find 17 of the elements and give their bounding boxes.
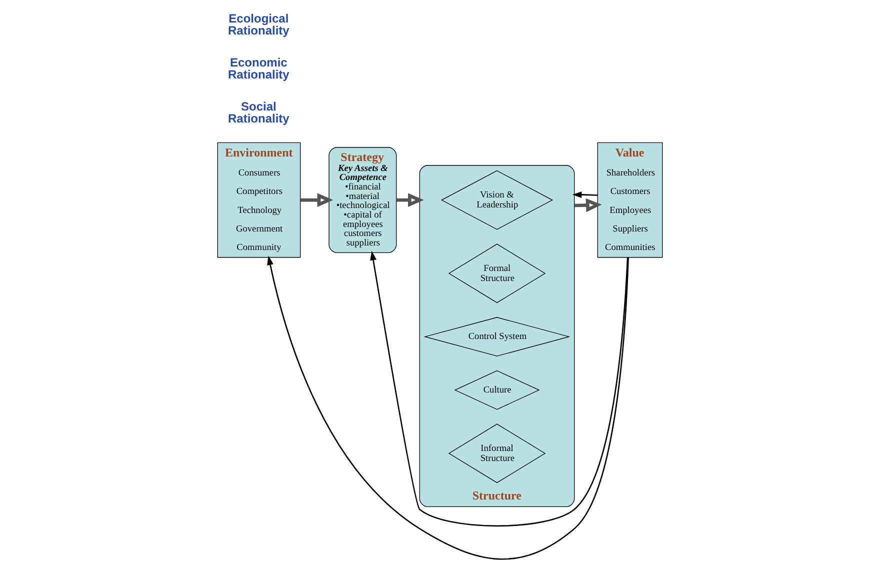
node-diamond: Formal Structure xyxy=(448,244,546,304)
node-diamond: Control System xyxy=(424,317,570,356)
node-diamond: Vision & Leadership xyxy=(440,170,554,230)
label: Social Rationality xyxy=(228,99,290,126)
arrow xyxy=(267,256,629,560)
arrow xyxy=(572,191,598,198)
node-diamond: Informal Structure xyxy=(448,424,546,484)
node-box: Value Shareholders Customers Employees Suppliers Communities xyxy=(597,142,663,258)
node-box: Environment Consumers Competitors Technology Government Community xyxy=(217,142,301,258)
arrow xyxy=(300,193,334,207)
label: Ecological Rationality xyxy=(228,11,290,38)
node-box: Strategy Key Assets & Competence •financial •material •technological •capital of employees customers suppliers xyxy=(328,147,397,254)
label: Economic Rationality xyxy=(228,55,290,82)
arrow xyxy=(574,198,602,212)
arrow xyxy=(396,193,424,207)
arrow xyxy=(370,250,628,527)
node-diamond: Culture xyxy=(454,370,540,410)
